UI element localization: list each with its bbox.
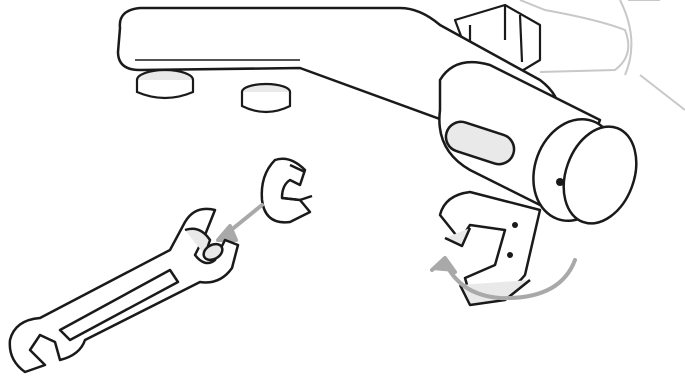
- wrench-insert-icon: [262, 159, 312, 223]
- open-end-wrench-icon: [10, 209, 238, 372]
- spout-outlet-left: [137, 70, 193, 98]
- straight-arrow-icon: [218, 205, 262, 240]
- spout-outlet-right: [242, 84, 290, 112]
- fitting-key-icon: [440, 192, 540, 305]
